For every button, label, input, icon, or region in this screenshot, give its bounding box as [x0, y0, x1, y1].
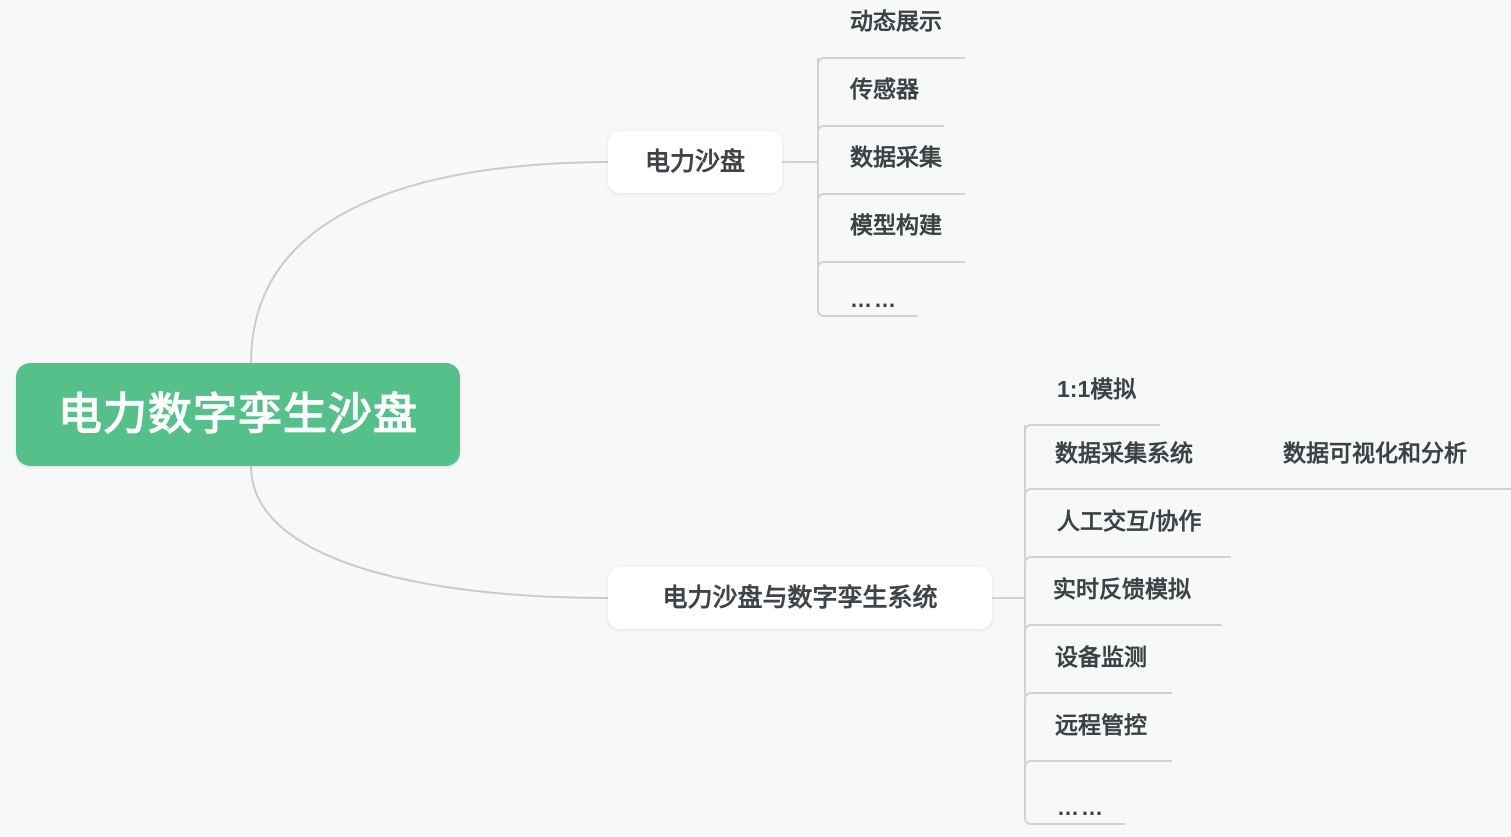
branch-node-power-sandbox[interactable]: 电力沙盘 [608, 131, 782, 193]
leaf-node-model-building[interactable]: 模型构建 [850, 214, 942, 249]
leaf-node-one-to-one-simulation[interactable]: 1:1模拟 [1057, 378, 1136, 413]
leaf-node-remote-control[interactable]: 远程管控 [1055, 714, 1147, 749]
edge-branch-1-child-4 [817, 261, 965, 269]
leaf-node-label: 数据可视化和分析 [1283, 440, 1467, 466]
leaf-node-data-collection[interactable]: 数据采集 [850, 146, 942, 181]
leaf-node-label: 动态展示 [850, 8, 942, 34]
branch-node-label: 电力沙盘与数字孪生系统 [662, 583, 938, 612]
leaf-node-data-collection-system[interactable]: 数据采集系统 [1055, 442, 1193, 477]
leaf-node-equipment-monitoring[interactable]: 设备监测 [1055, 646, 1147, 681]
branch-node-label: 电力沙盘 [644, 147, 745, 176]
edge-branch-2-child-2 [1024, 488, 1511, 496]
leaf-node-data-visualization-analysis[interactable]: 数据可视化和分析 [1283, 442, 1467, 477]
leaf-node-ellipsis-2[interactable]: …… [1057, 797, 1105, 831]
leaf-node-label: 人工交互/协作 [1057, 508, 1202, 534]
leaf-node-label: 传感器 [850, 76, 919, 102]
leaf-node-label: …… [850, 287, 898, 312]
edge-branch-1-child-1 [817, 57, 965, 65]
leaf-node-label: 远程管控 [1055, 712, 1147, 738]
edge-branch-1-child-3 [817, 193, 965, 201]
edge-branch-2-child-3 [1024, 556, 1231, 564]
leaf-node-label: 数据采集 [850, 144, 942, 170]
leaf-node-label: …… [1057, 795, 1105, 820]
leaf-node-dynamic-display[interactable]: 动态展示 [850, 10, 942, 45]
edge-branch-2-child-4 [1024, 624, 1222, 632]
leaf-node-ellipsis[interactable]: …… [850, 289, 898, 323]
leaf-node-label: 1:1模拟 [1057, 376, 1137, 402]
leaf-node-realtime-feedback-simulation[interactable]: 实时反馈模拟 [1053, 578, 1191, 613]
branch-node-sandbox-digital-twin-system[interactable]: 电力沙盘与数字孪生系统 [608, 567, 992, 629]
edge-root-to-branch-2 [250, 465, 609, 599]
edge-branch-2-child-6 [1024, 760, 1172, 768]
leaf-node-sensor[interactable]: 传感器 [850, 78, 919, 113]
leaf-node-label: 模型构建 [850, 212, 942, 238]
leaf-node-label: 实时反馈模拟 [1053, 576, 1191, 602]
leaf-node-label: 设备监测 [1055, 644, 1147, 670]
root-node-label: 电力数字孪生沙盘 [58, 389, 418, 439]
edge-branch-1-child-2 [817, 125, 944, 133]
leaf-node-human-interaction-collaboration[interactable]: 人工交互/协作 [1057, 510, 1201, 545]
leaf-node-label: 数据采集系统 [1055, 440, 1193, 466]
edge-branch-2-child-5 [1024, 692, 1172, 700]
root-node[interactable]: 电力数字孪生沙盘 [16, 363, 460, 466]
edge-root-to-branch-1 [250, 161, 609, 364]
edge-branch-2-child-1 [1024, 424, 1160, 432]
